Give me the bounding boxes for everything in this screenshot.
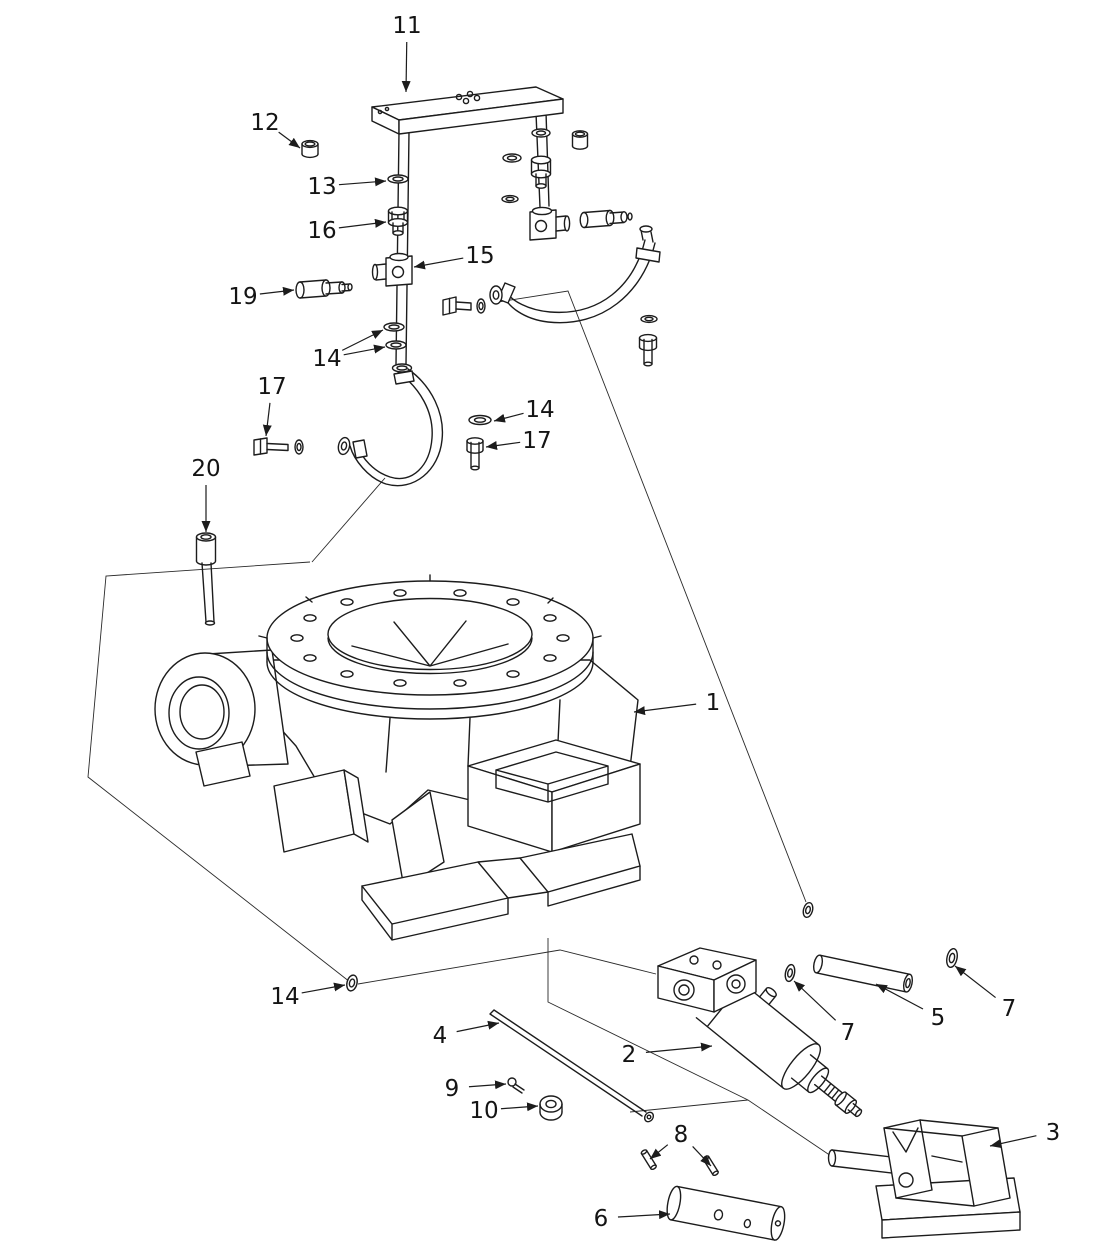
leader-arrow	[633, 703, 697, 716]
leader-arrow	[456, 1020, 500, 1033]
leader-arrow	[343, 344, 386, 356]
leader-arrow	[278, 131, 301, 149]
part-number-label: 20	[191, 456, 220, 482]
leader-arrow	[645, 1042, 713, 1053]
leader-arrow	[500, 1102, 539, 1112]
left-boss	[154, 649, 289, 787]
leader-arrow	[649, 1144, 669, 1160]
leader-arrow	[413, 257, 464, 270]
leader-arrow	[259, 286, 295, 296]
mounting-feet	[361, 833, 641, 941]
part-number-label: 1	[706, 690, 721, 716]
part-9-pin	[507, 1077, 525, 1094]
part-number-label: 7	[841, 1020, 856, 1046]
right-fitting-stack	[501, 128, 633, 241]
part-number-label: 13	[307, 174, 336, 200]
leader-arrow	[954, 965, 996, 999]
part-14-washer-bottom	[346, 974, 358, 992]
plug-right	[571, 130, 589, 150]
washer-on-diagonal	[802, 901, 814, 919]
part-number-label: 16	[307, 218, 336, 244]
leader-arrow	[341, 329, 384, 351]
leader-arrow	[338, 218, 387, 229]
leader-arrow	[989, 1135, 1037, 1149]
left-bracket-block	[273, 769, 369, 853]
hose-right	[489, 225, 661, 324]
flange-bolt-holes	[290, 589, 570, 687]
part-3-bracket	[827, 1119, 1021, 1239]
part-6-tube	[666, 1185, 786, 1241]
part-7-washer-right	[946, 947, 958, 969]
part-number-label: 14	[312, 346, 341, 372]
flange-ring	[258, 574, 602, 720]
hose-left	[337, 363, 444, 487]
washer-and-bolt-under-hose	[638, 314, 658, 367]
fitting-right	[530, 155, 552, 189]
part-19-coupling	[295, 279, 353, 299]
part-number-label: 14	[270, 984, 299, 1010]
part-number-label: 2	[622, 1042, 637, 1068]
part-number-label: 15	[465, 243, 494, 269]
leader-arrow	[793, 980, 837, 1021]
part-2-cylinder	[657, 947, 863, 1118]
banjo-bolt-mid	[442, 296, 486, 316]
part-number-label: 8	[674, 1122, 689, 1148]
leader-arrow	[493, 412, 524, 423]
leader-arrow	[875, 983, 924, 1010]
part-1-housing	[154, 574, 641, 941]
part-7-washer-left	[784, 963, 796, 983]
leader-arrow	[485, 441, 521, 450]
part-5-pin	[812, 954, 914, 993]
leader-arrow	[692, 1145, 712, 1167]
part-number-label: 19	[228, 284, 257, 310]
part-number-label: 11	[392, 13, 421, 39]
part-number-label: 14	[525, 397, 554, 423]
part-10-nut	[539, 1095, 563, 1121]
part-4-rod	[489, 1009, 655, 1123]
elbow-right	[529, 206, 571, 241]
part-17-bolt-right	[466, 437, 484, 471]
part-number-label: 3	[1046, 1120, 1061, 1146]
clevis-bracket	[467, 739, 641, 853]
leader-arrow	[301, 982, 346, 994]
leader-arrow	[617, 1210, 671, 1220]
leader-arrow	[262, 402, 272, 437]
part-number-label: 12	[250, 110, 279, 136]
part-14-washers-top	[383, 322, 407, 350]
coupling-right	[579, 209, 633, 229]
part-number-label: 6	[594, 1206, 609, 1232]
leader-arrow	[468, 1080, 507, 1090]
leader-arrow	[401, 41, 411, 93]
construction-lines	[87, 290, 835, 1159]
part-number-label: 5	[931, 1005, 946, 1031]
part-number-label: 17	[522, 428, 551, 454]
part-16-fitting	[387, 206, 409, 236]
part-17-bolt-left	[253, 437, 304, 456]
part-number-label: 7	[1002, 996, 1017, 1022]
part-14-washer-right	[468, 414, 492, 426]
part-12-plug	[301, 139, 319, 159]
part-13-washer	[387, 174, 409, 184]
part-11-manifold-block	[371, 86, 564, 365]
part-number-label: 10	[469, 1098, 498, 1124]
part-number-label: 9	[445, 1076, 460, 1102]
part-labels: 11 12 13 16 19 15 14 17 14 17 20 1 14 4 9 10 2 7 5 7 8 6 3	[191, 13, 1060, 1232]
leader-arrow	[338, 177, 387, 187]
part-20-socket-screw	[195, 532, 217, 626]
part-number-label: 4	[433, 1023, 448, 1049]
part-number-label: 17	[257, 374, 286, 400]
part-15-elbow-fitting	[371, 252, 413, 287]
